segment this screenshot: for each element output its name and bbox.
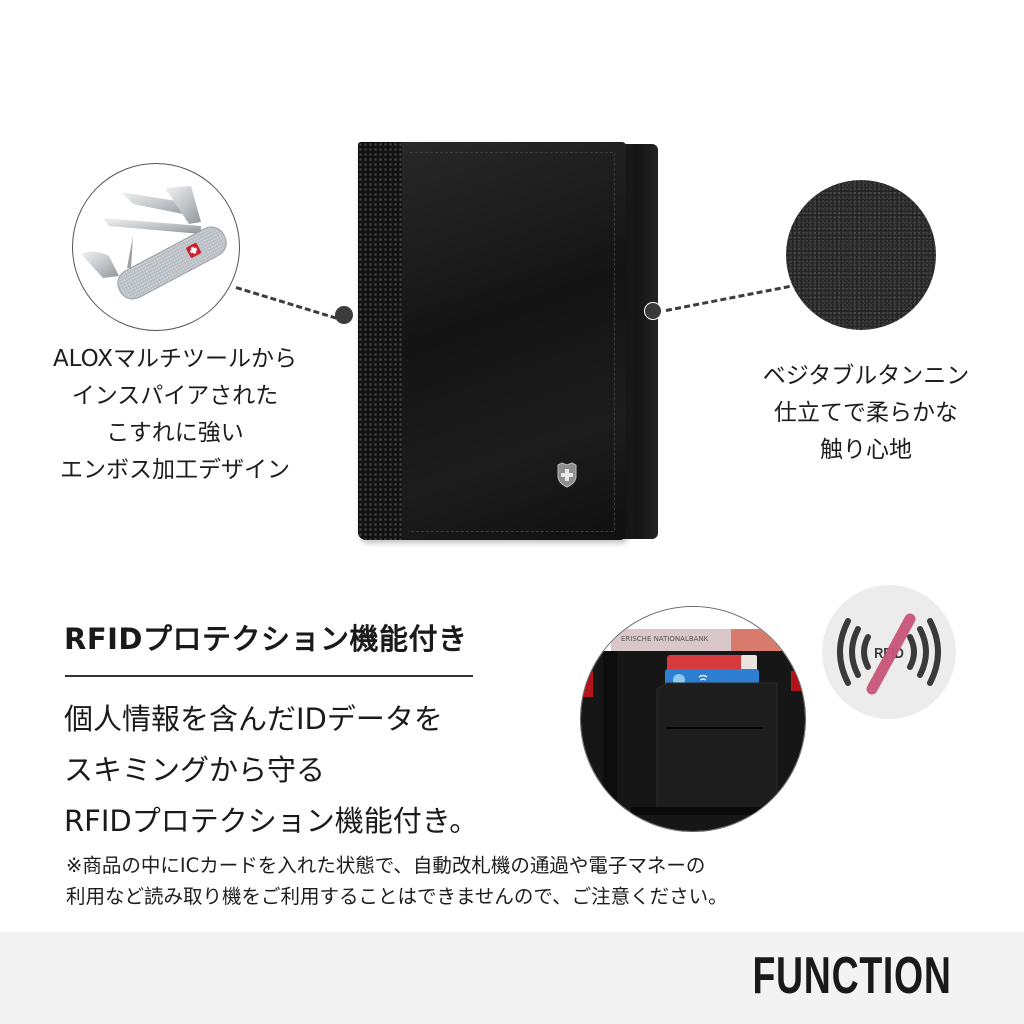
- caption-line: インスパイアされた: [71, 383, 279, 409]
- connector-dot-left: [335, 306, 353, 324]
- wallet-front-panel: [358, 142, 626, 540]
- rfid-description-line: スキミングから守る: [64, 753, 326, 787]
- caption-line: ベジタブルタンニン: [762, 363, 970, 389]
- footer-bar: FUNCTION: [0, 932, 1024, 1024]
- caption-line: 仕立てで柔らかな: [774, 400, 958, 426]
- note-line: ※商品の中にICカードを入れた状態で、自動改札機の通過や電子マネーの: [66, 854, 706, 877]
- connector-dot-right: [644, 302, 662, 320]
- rfid-usage-note: ※商品の中にICカードを入れた状態で、自動改札機の通過や電子マネーの 利用など読…: [66, 850, 728, 912]
- rfid-description-line: RFIDプロテクション機能付き。: [64, 804, 479, 838]
- pocket-knife-icon: [81, 186, 227, 300]
- section-divider: [65, 675, 473, 677]
- leather-caption: ベジタブルタンニン 仕立てで柔らかな 触り心地: [728, 358, 1004, 469]
- wallet-stitching: [408, 152, 615, 532]
- caption-line: こすれに強い: [106, 420, 244, 446]
- svg-text:ERISCHE NATIONALBANK: ERISCHE NATIONALBANK: [621, 635, 709, 643]
- rfid-description: 個人情報を含んだIDデータを スキミングから守る RFIDプロテクション機能付き…: [64, 694, 478, 847]
- multitool-caption: ALOXマルチツールから インスパイアされた こすれに強い エンボス加工デザイン: [20, 341, 330, 489]
- connector-line-right: [665, 284, 790, 312]
- rfid-section-title: RFIDプロテクション機能付き: [64, 622, 468, 656]
- rfid-blocked-icon: RFID: [837, 613, 941, 695]
- embossed-texture-strip: [358, 142, 402, 540]
- section-label: FUNCTION: [752, 947, 952, 1005]
- multitool-detail-circle: [72, 163, 240, 331]
- caption-line: エンボス加工デザイン: [60, 457, 290, 483]
- wallet-interior-circle: ERISCHE NATIONALBANK: [580, 606, 806, 832]
- swiss-cross-shield-icon: [557, 462, 577, 488]
- leather-texture-circle: [786, 180, 936, 330]
- wallet-product-image: [358, 142, 660, 542]
- rfid-blocked-badge: RFID: [822, 585, 956, 719]
- connector-line-left: [235, 286, 337, 320]
- caption-line: 触り心地: [820, 437, 912, 463]
- wallet-interior-image: ERISCHE NATIONALBANK: [581, 607, 805, 831]
- note-line: 利用など読み取り機をご利用することはできませんので、ご注意ください。: [66, 885, 728, 908]
- rfid-description-line: 個人情報を含んだIDデータを: [64, 702, 443, 736]
- caption-line: ALOXマルチツールから: [52, 346, 298, 372]
